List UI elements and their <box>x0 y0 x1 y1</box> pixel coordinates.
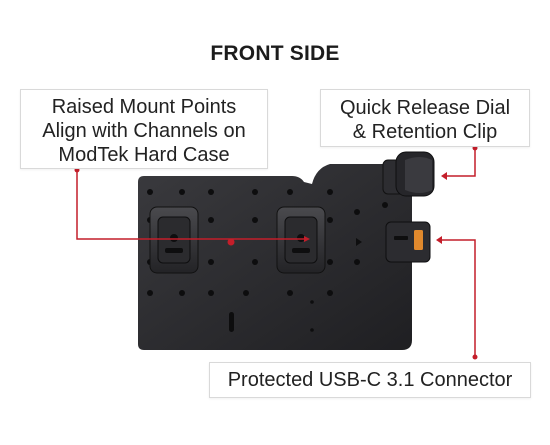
quick-release-dial <box>382 151 435 197</box>
callout-line: Raised Mount Points <box>51 96 237 118</box>
page-title: FRONT SIDE <box>210 42 340 65</box>
callout-line: Quick Release Dial <box>339 97 511 119</box>
callout-line: Protected USB-C 3.1 Connector <box>227 369 513 391</box>
leader-lines <box>76 148 476 357</box>
callout-line: ModTek Hard Case <box>58 144 230 166</box>
callout-line: & Retention Clip <box>352 121 498 143</box>
mount-point-left <box>149 206 199 274</box>
usb-c-connector <box>356 221 431 263</box>
callout-line: Align with Channels on <box>42 120 246 142</box>
callout-raised-mount-points: Raised Mount Points Align with Channels … <box>20 89 268 169</box>
callout-quick-release-dial: Quick Release Dial & Retention Clip <box>320 89 530 147</box>
plate-holes <box>147 189 388 332</box>
mount-plate <box>138 164 412 350</box>
mount-point-right <box>276 206 326 274</box>
callout-usb-c-connector: Protected USB-C 3.1 Connector <box>209 362 531 398</box>
